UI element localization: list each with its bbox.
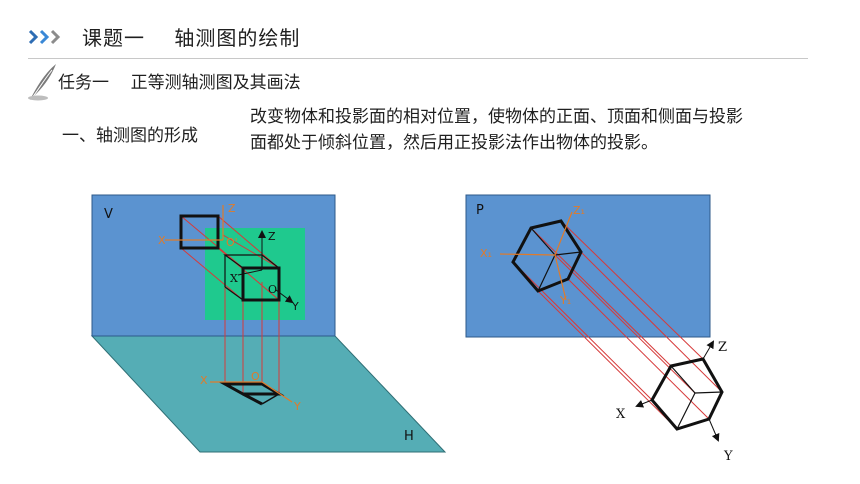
- label-plane-h: H: [404, 429, 414, 444]
- quill-pen-icon: [28, 64, 56, 101]
- label-x1: X₁: [480, 247, 492, 260]
- label-y-h: Y: [293, 400, 301, 413]
- label-o-object: O: [268, 283, 277, 296]
- label-z-object: Z: [268, 230, 276, 243]
- label-o-prime: O': [226, 236, 238, 249]
- label-y1: Y₁: [559, 294, 571, 307]
- label-x-v: X: [158, 234, 166, 247]
- chevron-arrows-icon: [28, 29, 61, 45]
- label-z-v: Z: [228, 202, 236, 215]
- right-projection-diagram: Z₁ X₁ Y₁ P Z X Y: [465, 194, 733, 464]
- section-paragraph: 改变物体和投影面的相对位置，使物体的正面、顶面和侧面与投影面都处于倾斜位置，然后…: [250, 107, 743, 153]
- label-y-object: Y: [291, 300, 299, 313]
- label-x-object-right: X: [616, 407, 626, 422]
- left-projection-diagram: Z X O' Z X O Y X O: [90, 194, 447, 453]
- label-x-h: X: [200, 374, 208, 387]
- header-divider: [28, 58, 808, 59]
- task-title: 任务一 正等测轴测图及其画法: [58, 73, 301, 93]
- p-plane: [465, 194, 711, 338]
- label-z1: Z₁: [573, 204, 585, 217]
- green-plane: [205, 228, 305, 320]
- label-plane-p: P: [476, 203, 484, 218]
- label-z-object-right: Z: [718, 340, 727, 355]
- page-title: 课题一 轴测图的绘制: [82, 26, 301, 50]
- label-o-h: O: [251, 370, 260, 383]
- section-subtitle: 一、轴测图的形成: [62, 126, 198, 146]
- label-y-object-right: Y: [723, 449, 733, 464]
- label-x-object: X: [230, 272, 238, 285]
- label-plane-v: V: [104, 207, 113, 222]
